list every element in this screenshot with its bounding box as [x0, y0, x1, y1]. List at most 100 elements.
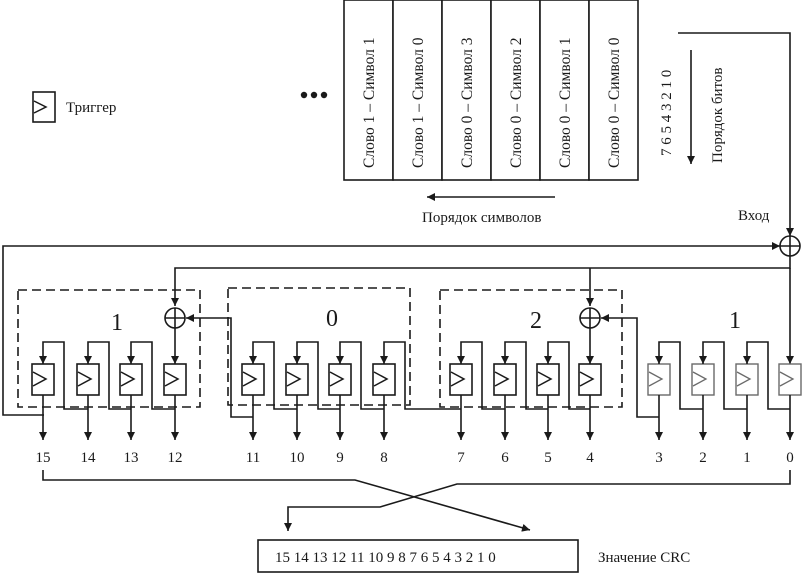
flip-flop — [449, 363, 473, 396]
output-label: 13 — [124, 450, 139, 466]
flip-flop — [31, 363, 55, 396]
bit-numbers: 7 6 5 4 3 2 1 0 — [659, 70, 675, 156]
flip-flop — [536, 363, 560, 396]
clock-triangle-icon — [164, 371, 180, 387]
shift-wire — [380, 341, 461, 410]
symbol-label: Слово 1 – Символ 1 — [361, 38, 378, 168]
shift-wire — [39, 341, 88, 410]
flip-flop — [163, 363, 187, 396]
clock-triangle-icon — [692, 371, 708, 387]
symbol-label: Слово 1 – Символ 0 — [410, 37, 427, 168]
flip-flop — [735, 363, 759, 396]
clock-triangle-icon — [33, 100, 48, 114]
shift-wire — [743, 341, 790, 410]
clock-triangle-icon — [329, 371, 345, 387]
clock-triangle-icon — [494, 371, 510, 387]
bit0-route — [284, 470, 791, 531]
flip-flop — [778, 363, 802, 396]
clock-triangle-icon — [32, 371, 48, 387]
symbol-label: Слово 0 – Символ 3 — [459, 37, 476, 168]
clock-triangle-icon — [450, 371, 466, 387]
output-label: 3 — [655, 450, 663, 466]
output-label: 15 — [36, 450, 51, 466]
symbol-label: Слово 0 – Символ 1 — [557, 38, 574, 168]
clock-triangle-icon — [537, 371, 553, 387]
clock-triangle-icon — [779, 371, 795, 387]
output-label: 2 — [699, 450, 707, 466]
shift-wire — [544, 341, 590, 410]
legend: Триггер — [32, 91, 116, 123]
symbol-box — [588, 0, 639, 181]
legend-label: Триггер — [66, 100, 116, 116]
group-box-1 — [17, 289, 201, 408]
output-label: 10 — [290, 450, 305, 466]
symbol-label: Слово 0 – Символ 0 — [606, 37, 623, 168]
group-label-0: 0 — [326, 306, 338, 332]
shift-wire — [501, 341, 548, 410]
shift-wire — [84, 341, 131, 410]
xor-icon-4 — [579, 307, 601, 329]
clock-triangle-icon — [648, 371, 664, 387]
bit15-route — [42, 470, 531, 532]
flip-flop — [241, 363, 265, 396]
output-label: 5 — [544, 450, 552, 466]
input-label: Вход — [738, 208, 770, 224]
flip-flop — [691, 363, 715, 396]
symbol-label: Слово 0 – Символ 2 — [508, 38, 525, 168]
crc-label: Значение CRC — [598, 550, 690, 566]
flip-flop — [285, 363, 309, 396]
clock-triangle-icon — [373, 371, 389, 387]
shift-wire — [655, 341, 703, 410]
ellipsis-icon — [300, 91, 328, 99]
flip-flop-icon — [32, 91, 56, 123]
output-label: 12 — [168, 450, 183, 466]
shift-wire — [336, 341, 384, 410]
clock-triangle-icon — [120, 371, 136, 387]
xor-icon-12 — [164, 307, 186, 329]
group-label-3: 1 — [729, 308, 741, 334]
clock-triangle-icon — [242, 371, 258, 387]
output-label: 7 — [457, 450, 465, 466]
flip-flop — [372, 363, 396, 396]
output-label: 1 — [743, 450, 751, 466]
shift-wire — [293, 341, 340, 410]
group-box-2 — [439, 289, 623, 408]
flip-flop — [493, 363, 517, 396]
symbol-sequence: Слово 1 – Символ 1 Слово 1 – Символ 0 Слов… — [343, 0, 639, 181]
output-label: 11 — [246, 450, 260, 466]
shift-wire — [699, 341, 747, 410]
clock-triangle-icon — [736, 371, 752, 387]
symbol-box — [539, 0, 590, 181]
flip-flop — [328, 363, 352, 396]
symbol-order-label: Порядок символов — [422, 210, 541, 226]
group-box-0 — [227, 287, 411, 406]
symbol-box — [392, 0, 443, 181]
flip-flop — [76, 363, 100, 396]
output-label: 4 — [586, 450, 594, 466]
group-label-1: 1 — [111, 310, 123, 336]
shift-wire — [249, 341, 297, 410]
bit-order-label: Порядок битов — [710, 67, 726, 163]
output-label: 8 — [380, 450, 388, 466]
shift-wire — [457, 341, 505, 410]
clock-triangle-icon — [579, 371, 595, 387]
flip-flop — [119, 363, 143, 396]
output-label: 14 — [81, 450, 97, 466]
output-label: 0 — [786, 450, 794, 466]
shift-wire — [186, 314, 253, 418]
clock-triangle-icon — [77, 371, 93, 387]
clock-triangle-icon — [286, 371, 302, 387]
flip-flop — [578, 363, 602, 396]
shift-register — [31, 314, 802, 440]
xor-tap-line-12 — [171, 256, 791, 306]
shift-wire — [601, 314, 659, 418]
crc-bits: 15 14 13 12 11 10 9 8 7 6 5 4 3 2 1 0 — [275, 550, 496, 566]
group-label-2: 2 — [530, 308, 542, 334]
feedback-line — [2, 242, 780, 416]
input-line — [678, 32, 794, 236]
input-xor-icon — [779, 235, 801, 257]
crc-value-box — [257, 539, 579, 573]
flip-flop — [647, 363, 671, 396]
